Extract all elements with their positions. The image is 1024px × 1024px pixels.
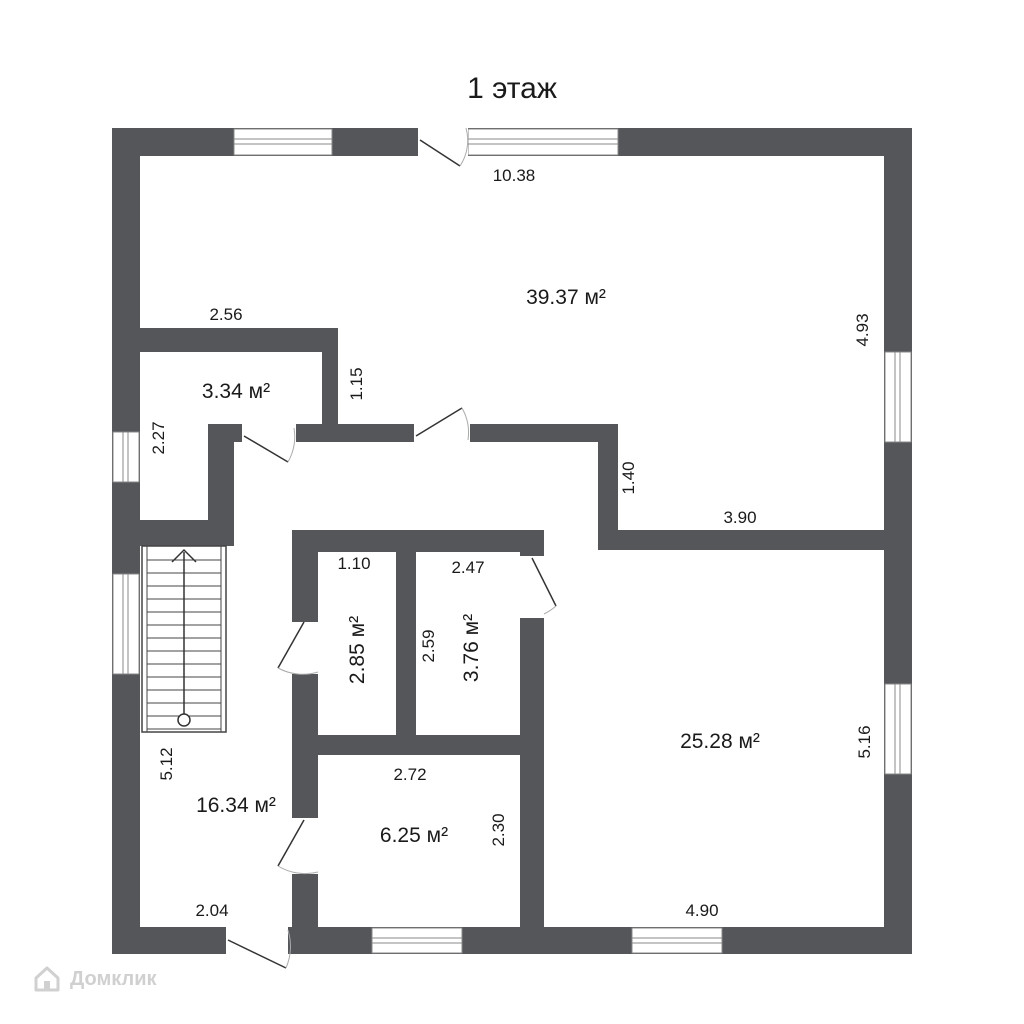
area-label: 39.37 м²	[526, 286, 606, 309]
wall-small-room-stub	[208, 424, 242, 442]
area-label: 25.28 м²	[680, 730, 760, 753]
window-left-upper	[112, 431, 140, 483]
window-top-center	[467, 128, 619, 156]
wall-closets-top	[292, 530, 544, 552]
house-logo-icon	[34, 966, 60, 992]
dimension-label: 4.90	[685, 901, 718, 920]
dimension-label: 10.38	[493, 166, 536, 185]
dimension-label: 2.27	[149, 421, 168, 454]
staircase	[141, 545, 227, 733]
wall-closets-divider	[396, 530, 416, 755]
dimension-label: 3.90	[723, 508, 756, 527]
dimension-label: 1.40	[619, 461, 638, 494]
window-bottom-bedroom	[631, 927, 723, 954]
doors	[226, 127, 557, 969]
dimension-label: 2.59	[419, 629, 438, 662]
window-left-lower	[112, 573, 140, 675]
window-top-left	[233, 128, 333, 156]
door-closet-a	[277, 621, 319, 675]
dimension-labels: 10.38 4.93 2.56 1.15 2.27 1.40 3.90 1.10…	[149, 166, 874, 920]
area-label: 2.85 м²	[346, 616, 369, 684]
wall-closets-right-b	[520, 618, 544, 954]
wall-closets-bottom	[292, 735, 544, 755]
wall-corridor-b	[470, 424, 618, 442]
window-bottom-bath	[371, 927, 463, 954]
door-entrance-bottom	[226, 927, 291, 969]
dimension-label: 2.56	[209, 305, 242, 324]
wall-step	[598, 424, 618, 550]
wall-closets-left-a	[292, 530, 318, 622]
area-label: 3.76 м²	[460, 614, 483, 682]
watermark: Домклик	[32, 964, 157, 994]
door-closet-b	[520, 556, 557, 618]
dimension-label: 2.30	[489, 813, 508, 846]
watermark-text: Домклик	[70, 967, 157, 990]
dimension-label: 1.10	[337, 554, 370, 573]
wall-living-bedroom	[598, 530, 898, 550]
wall-small-room-right	[322, 328, 338, 424]
dimension-label: 2.72	[393, 765, 426, 784]
dimension-label: 2.47	[451, 558, 484, 577]
window-right-upper	[884, 351, 912, 443]
door-small-room	[242, 424, 296, 463]
dimension-label: 2.04	[195, 901, 228, 920]
wall-closets-right-a	[520, 530, 544, 556]
wall-closets-left-c	[292, 874, 318, 954]
dimension-label: 4.93	[853, 313, 872, 346]
room-areas: 39.37 м² 3.34 м² 16.34 м² 2.85 м² 3.76 м…	[196, 286, 760, 847]
wall-small-room-inner	[208, 424, 234, 546]
dimension-label: 5.16	[855, 725, 874, 758]
windows	[112, 128, 912, 954]
area-label: 16.34 м²	[196, 794, 276, 817]
area-label: 3.34 м²	[202, 380, 270, 403]
outer-wall-left	[112, 128, 140, 954]
area-label: 6.25 м²	[380, 824, 448, 847]
door-bath	[277, 818, 319, 875]
dimension-label: 5.12	[157, 747, 176, 780]
wall-corridor-a	[296, 424, 414, 442]
floor-title: 1 этаж	[467, 72, 557, 105]
door-entrance-top	[418, 127, 469, 167]
window-right-lower	[884, 683, 912, 775]
walls	[112, 128, 912, 954]
door-living	[414, 407, 470, 442]
dimension-label: 1.15	[347, 367, 366, 400]
wall-small-room-top	[140, 328, 338, 352]
